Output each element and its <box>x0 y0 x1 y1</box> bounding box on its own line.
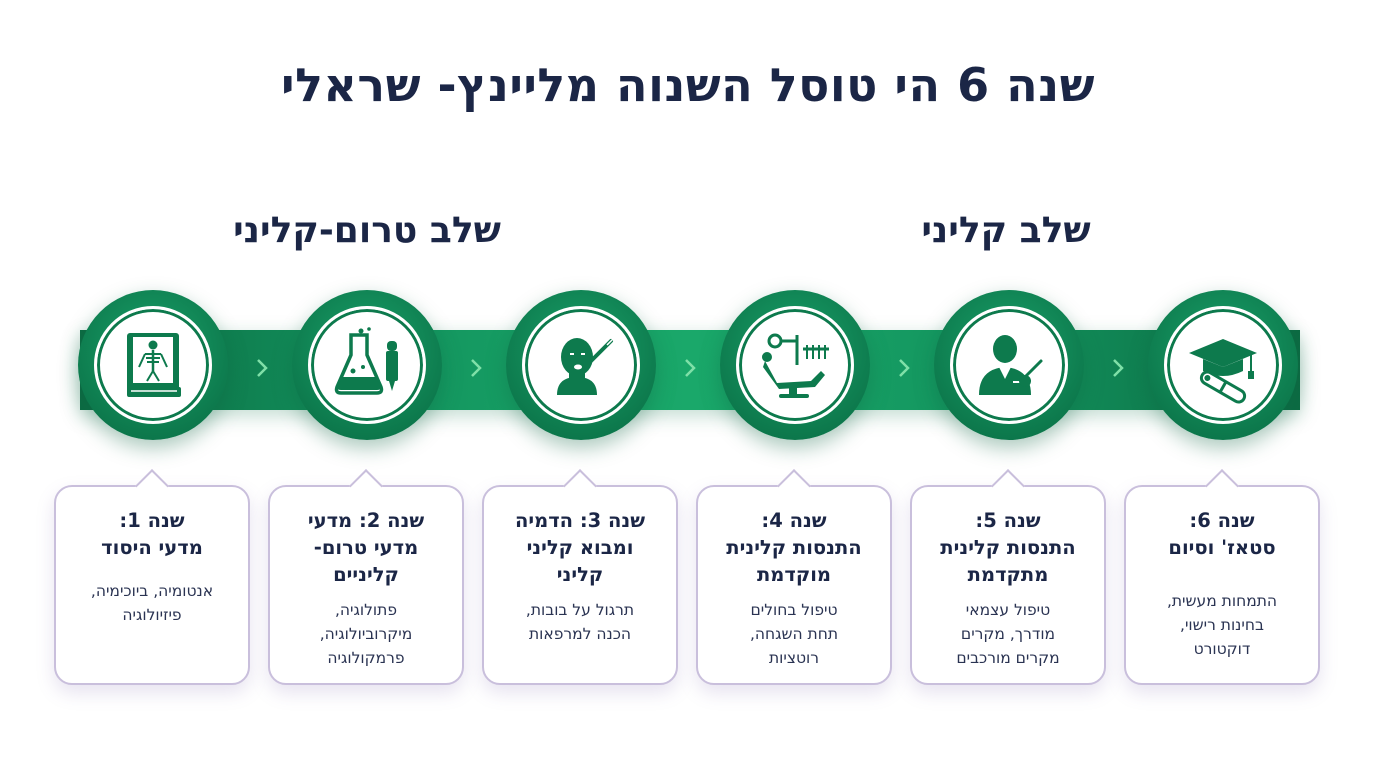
year-card-description: התמחות מעשית, בחינות רישוי, דוקטורט <box>1166 592 1278 658</box>
graduation-cap-diploma-icon <box>1189 339 1257 404</box>
year-card-1: שנה 1: מדעי היסוד אנטומיה, ביוכימיה, פיז… <box>54 485 250 685</box>
anatomy-book-skeleton-icon <box>127 333 181 397</box>
dentist-practitioner-icon <box>979 335 1043 395</box>
chevron-right-icon <box>685 359 696 377</box>
year-card-description: טיפול עצמאי מודרך, מקרים מקרים מורכבים <box>956 601 1060 667</box>
dental-chair-icon <box>762 333 829 398</box>
year-card-2: שנה 2: מדעי מדעי טרום- קליניים פתולוגיה,… <box>268 485 464 685</box>
year-card-3: שנה 3: הדמיה ומבוא קליני קליני תרגול על … <box>482 485 678 685</box>
year-card-4: שנה 4: התנסות קלינית מוקדמת טיפול בחולים… <box>696 485 892 685</box>
year-card-6: שנה 6: סטאז' וסיום התמחות מעשית, בחינות … <box>1124 485 1320 685</box>
year-card-title: שנה 2: מדעי מדעי טרום- קליניים <box>307 509 425 586</box>
chevron-right-icon <box>1113 359 1124 377</box>
timeline-node-year-5 <box>934 290 1084 440</box>
timeline-node-year-2 <box>292 290 442 440</box>
timeline-node-year-3 <box>506 290 656 440</box>
timeline-node-year-1 <box>78 290 228 440</box>
year-card-title: שנה 6: סטאז' וסיום <box>1168 509 1276 559</box>
year-card-description: תרגול על בובות, הכנה למרפאות <box>525 601 635 643</box>
phase-label-pre-clinical: שלב טרום-קליני <box>233 210 501 251</box>
phase-label-clinical: שלב קליני <box>921 210 1091 251</box>
year-card-description: אנטומיה, ביוכימיה, פיזיולוגיה <box>90 582 214 624</box>
year-card-5: שנה 5: התנסות קלינית מתקדמת טיפול עצמאי … <box>910 485 1106 685</box>
year-card-title: שנה 5: התנסות קלינית מתקדמת <box>940 509 1076 586</box>
lab-flask-dropper-icon <box>334 327 398 395</box>
chevron-right-icon <box>257 359 268 377</box>
year-card-title: שנה 4: התנסות קלינית מוקדמת <box>726 509 862 586</box>
year-card-title: שנה 3: הדמיה ומבוא קליני קליני <box>514 509 646 586</box>
timeline-node-year-4 <box>720 290 870 440</box>
timeline-band <box>80 330 1300 410</box>
page-title: שנה 6 הי טוסל השנוה מליינץ- שראלי <box>281 58 1095 112</box>
chevron-right-icon <box>471 359 482 377</box>
year-card-title: שנה 1: מדעי היסוד <box>101 509 203 559</box>
year-card-description: טיפול בחולים תחת השגחה, רוטציות <box>749 601 839 667</box>
year-card-description: פתולוגיה, מיקרוביולוגיה, פרמקולוגיה <box>319 601 413 667</box>
timeline-node-year-6 <box>1148 290 1298 440</box>
phantom-head-simulation-icon <box>557 338 614 395</box>
chevron-right-icon <box>899 359 910 377</box>
